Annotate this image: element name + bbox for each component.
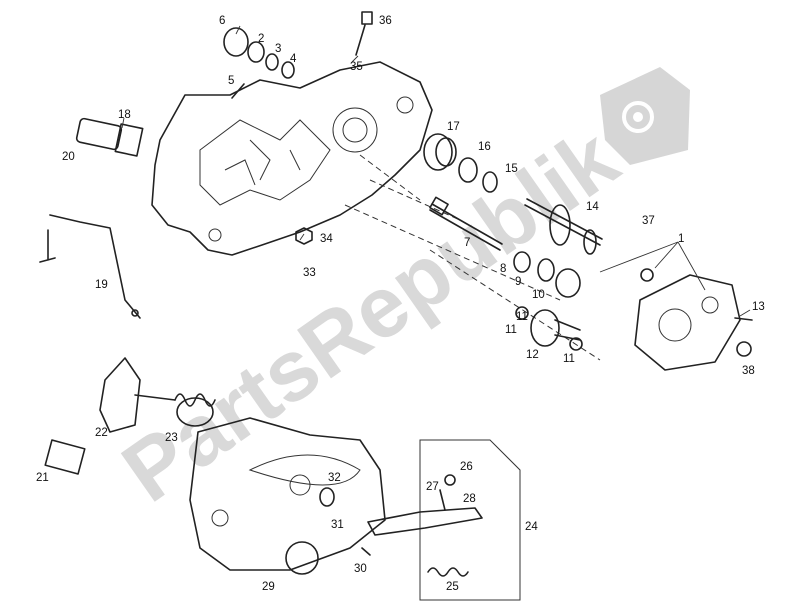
part-9-ring [537,258,555,282]
callout-23: 23 [165,432,178,444]
callout-18: 18 [118,109,131,121]
parts-6-2-3-4-seals [223,27,295,79]
callout-22: 22 [95,427,108,439]
watermark: PartsRepublik [106,67,690,521]
callout-11-a: 11 [505,324,517,336]
callout-37: 37 [642,215,655,227]
callout-36: 36 [379,15,392,27]
part-17-bearing [423,133,457,171]
callout-24: 24 [525,521,538,533]
callout-11-c: 11 [516,311,528,323]
callout-4: 4 [290,53,297,65]
callout-14: 14 [586,201,599,213]
callout-2: 2 [258,33,264,45]
leader-lines [121,25,751,317]
part-7-shaft [429,196,503,251]
part-16-ring [458,157,478,183]
part-34-nut [295,227,313,245]
callout-7: 7 [464,237,470,249]
part-25-spring [427,567,469,577]
callout-21: 21 [36,472,49,484]
callout-labels: 1 2 3 4 5 6 7 8 9 10 11 11 11 12 13 14 1… [36,15,765,593]
part-11-bushing-a [515,306,529,320]
callout-31: 31 [331,519,344,531]
callout-38: 38 [742,365,755,377]
callout-6: 6 [219,15,225,27]
part-22-kick-gear [99,357,176,433]
part-20-starter-motor [75,117,144,157]
callout-17: 17 [447,121,460,133]
callout-9: 9 [515,276,521,288]
part-19-wiring [39,214,141,319]
part-14-gear-shaft [524,198,603,255]
part-11-bushing-b [569,337,583,351]
callout-11-b: 11 [563,353,575,365]
part-15-circlip [482,171,498,193]
part-30-screw [361,547,371,556]
callout-29: 29 [262,581,275,593]
callout-28: 28 [463,493,476,505]
callout-8: 8 [500,263,506,275]
part-8-washer [513,251,531,273]
callout-1: 1 [678,233,684,245]
callout-5: 5 [228,75,234,87]
callout-19: 19 [95,279,108,291]
part-36-dipstick [355,11,373,56]
part-10-bearing [555,268,581,298]
callout-30: 30 [354,563,367,575]
part-13-bolt [734,317,753,321]
callout-26: 26 [460,461,473,473]
callout-33: 33 [303,267,316,279]
callout-32: 32 [328,472,341,484]
part-37-plug [640,268,654,282]
callout-15: 15 [505,163,518,175]
part-23-spring [174,393,216,427]
transmission-cover [189,417,386,571]
callout-3: 3 [275,43,281,55]
callout-34: 34 [320,233,333,245]
callout-10: 10 [532,289,545,301]
callout-25: 25 [446,581,459,593]
callout-20: 20 [62,151,75,163]
crankcase [151,61,601,361]
callout-35: 35 [350,61,363,73]
callout-12: 12 [526,349,539,361]
part-1-gearbox-cover [634,274,741,371]
part-31-seal [319,487,335,507]
part-29-cap [285,541,319,575]
callout-27: 27 [426,481,439,493]
part-5-bolt [231,83,245,99]
callout-13: 13 [752,301,765,313]
part-24-kick-lever [367,439,521,601]
part-38-nut [736,341,752,357]
callout-16: 16 [478,141,491,153]
watermark-logo [600,67,690,165]
part-21-starter-gear [44,439,86,475]
part-12-gear [530,309,581,347]
